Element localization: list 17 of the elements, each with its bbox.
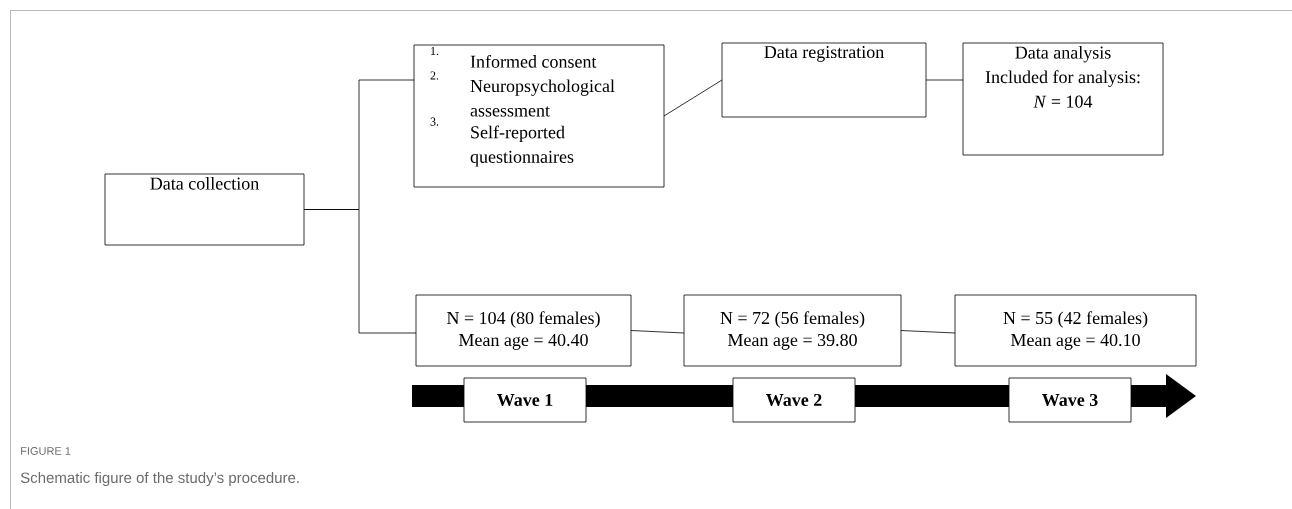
process-box: Data analysis Included for analysis: N = 104: [962, 42, 1164, 156]
sample-box: N = 72 (56 females) Mean age = 39.80: [683, 294, 902, 367]
connector-line: [900, 330, 956, 334]
connector-line: [663, 79, 723, 117]
sample-box: N = 55 (42 females) Mean age = 40.10: [954, 294, 1197, 367]
figure-label: FIGURE 1: [21, 447, 71, 455]
wave-box: Wave 1: [463, 377, 587, 423]
connector-line: [925, 79, 964, 81]
process-box: Data collection: [104, 173, 305, 246]
wave-box: Wave 3: [1008, 377, 1132, 423]
caption: Schematic figure of the study’s procedure.: [20, 472, 299, 486]
connector-line: [303, 209, 417, 334]
wave-box: Wave 2: [732, 377, 856, 423]
step-list-box: 1. Informed consent 2. Neuropsychological assessment 3. Self-reported questionnaires: [413, 44, 665, 188]
process-box: Data registration: [721, 42, 927, 118]
connector-line: [630, 330, 685, 334]
sample-box: N = 104 (80 females) Mean age = 40.40: [415, 294, 632, 367]
